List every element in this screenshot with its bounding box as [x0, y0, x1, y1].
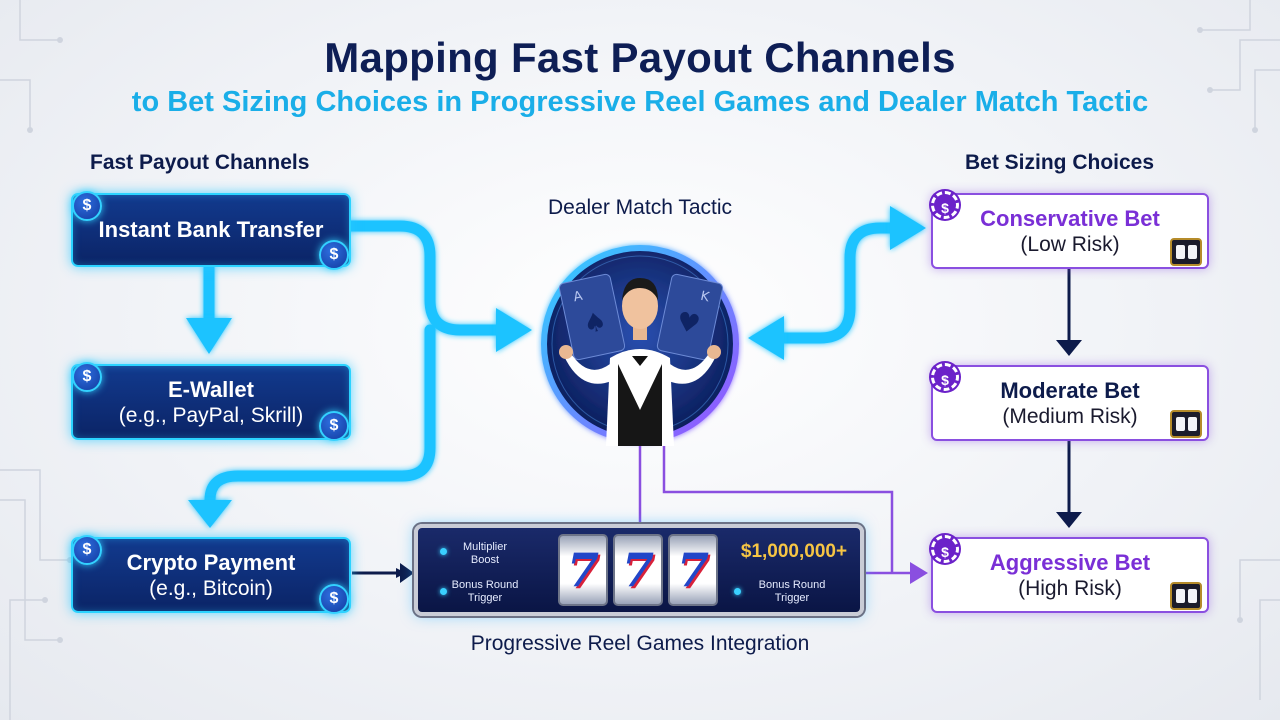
channel-examples: (e.g., PayPal, Skrill)	[118, 403, 304, 427]
mini-slot-machine-icon	[1170, 238, 1202, 266]
multiplier-boost-label: Multiplier Boost	[462, 541, 507, 566]
channel-examples: (e.g., Bitcoin)	[149, 576, 273, 600]
channel-crypto-payment: Crypto Payment (e.g., Bitcoin)	[71, 537, 351, 613]
channel-title: E-Wallet	[168, 376, 254, 402]
bet-title: Moderate Bet	[1000, 377, 1140, 403]
bet-risk: (Medium Risk)	[1002, 404, 1138, 428]
bet-title: Aggressive Bet	[989, 549, 1151, 575]
mini-slot-machine-icon	[1170, 582, 1202, 610]
dollar-coin-icon: $	[319, 240, 349, 270]
channel-title: Instant Bank Transfer	[98, 217, 324, 242]
bet-sizing-choices-label: Bet Sizing Choices	[965, 151, 1155, 174]
dollar-coin-icon: $	[72, 362, 102, 392]
slot-reel: 7	[558, 534, 608, 606]
bonus-round-trigger-right-label: Bonus Round Trigger	[758, 579, 826, 604]
channel-e-wallet: E-Wallet (e.g., PayPal, Skrill)	[71, 364, 351, 440]
dollar-coin-icon: $	[72, 191, 102, 221]
dollar-coin-icon: $	[72, 535, 102, 565]
playing-card-right	[656, 273, 724, 361]
svg-text:K: K	[699, 289, 711, 306]
bonus-round-trigger-left-label: Bonus Round Trigger	[451, 579, 519, 604]
fast-payout-channels-label: Fast Payout Channels	[90, 151, 310, 174]
dollar-coin-icon: $	[319, 411, 349, 441]
page-subtitle: to Bet Sizing Choices in Progressive Ree…	[131, 86, 1149, 118]
bet-title: Conservative Bet	[980, 205, 1160, 231]
indicator-dot	[440, 548, 447, 555]
dealer-illustration: A ♠ K ♥	[541, 245, 739, 446]
bet-moderate: Moderate Bet (Medium Risk)	[931, 365, 1209, 441]
indicator-dot	[734, 588, 741, 595]
svg-text:A: A	[572, 289, 584, 306]
casino-chip-icon: $	[931, 535, 959, 563]
progressive-reel-games-label: Progressive Reel Games Integration	[470, 632, 810, 655]
channel-instant-bank-transfer: Instant Bank Transfer	[71, 193, 351, 267]
playing-card-left	[558, 273, 626, 361]
slot-reel: 7	[668, 534, 718, 606]
channel-title: Crypto Payment	[126, 549, 296, 575]
indicator-dot	[440, 588, 447, 595]
bet-risk: (Low Risk)	[1020, 232, 1120, 256]
casino-chip-icon: $	[931, 191, 959, 219]
bet-aggressive: Aggressive Bet (High Risk)	[931, 537, 1209, 613]
page-title: Mapping Fast Payout Channels	[324, 34, 956, 81]
dealer-match-tactic-label: Dealer Match Tactic	[547, 196, 733, 219]
mini-slot-machine-icon	[1170, 410, 1202, 438]
dollar-coin-icon: $	[319, 584, 349, 614]
bet-risk: (High Risk)	[1018, 576, 1122, 600]
casino-chip-icon: $	[931, 363, 959, 391]
bet-conservative: Conservative Bet (Low Risk)	[931, 193, 1209, 269]
jackpot-amount: $1,000,000+	[740, 541, 848, 562]
slot-reel: 7	[613, 534, 663, 606]
